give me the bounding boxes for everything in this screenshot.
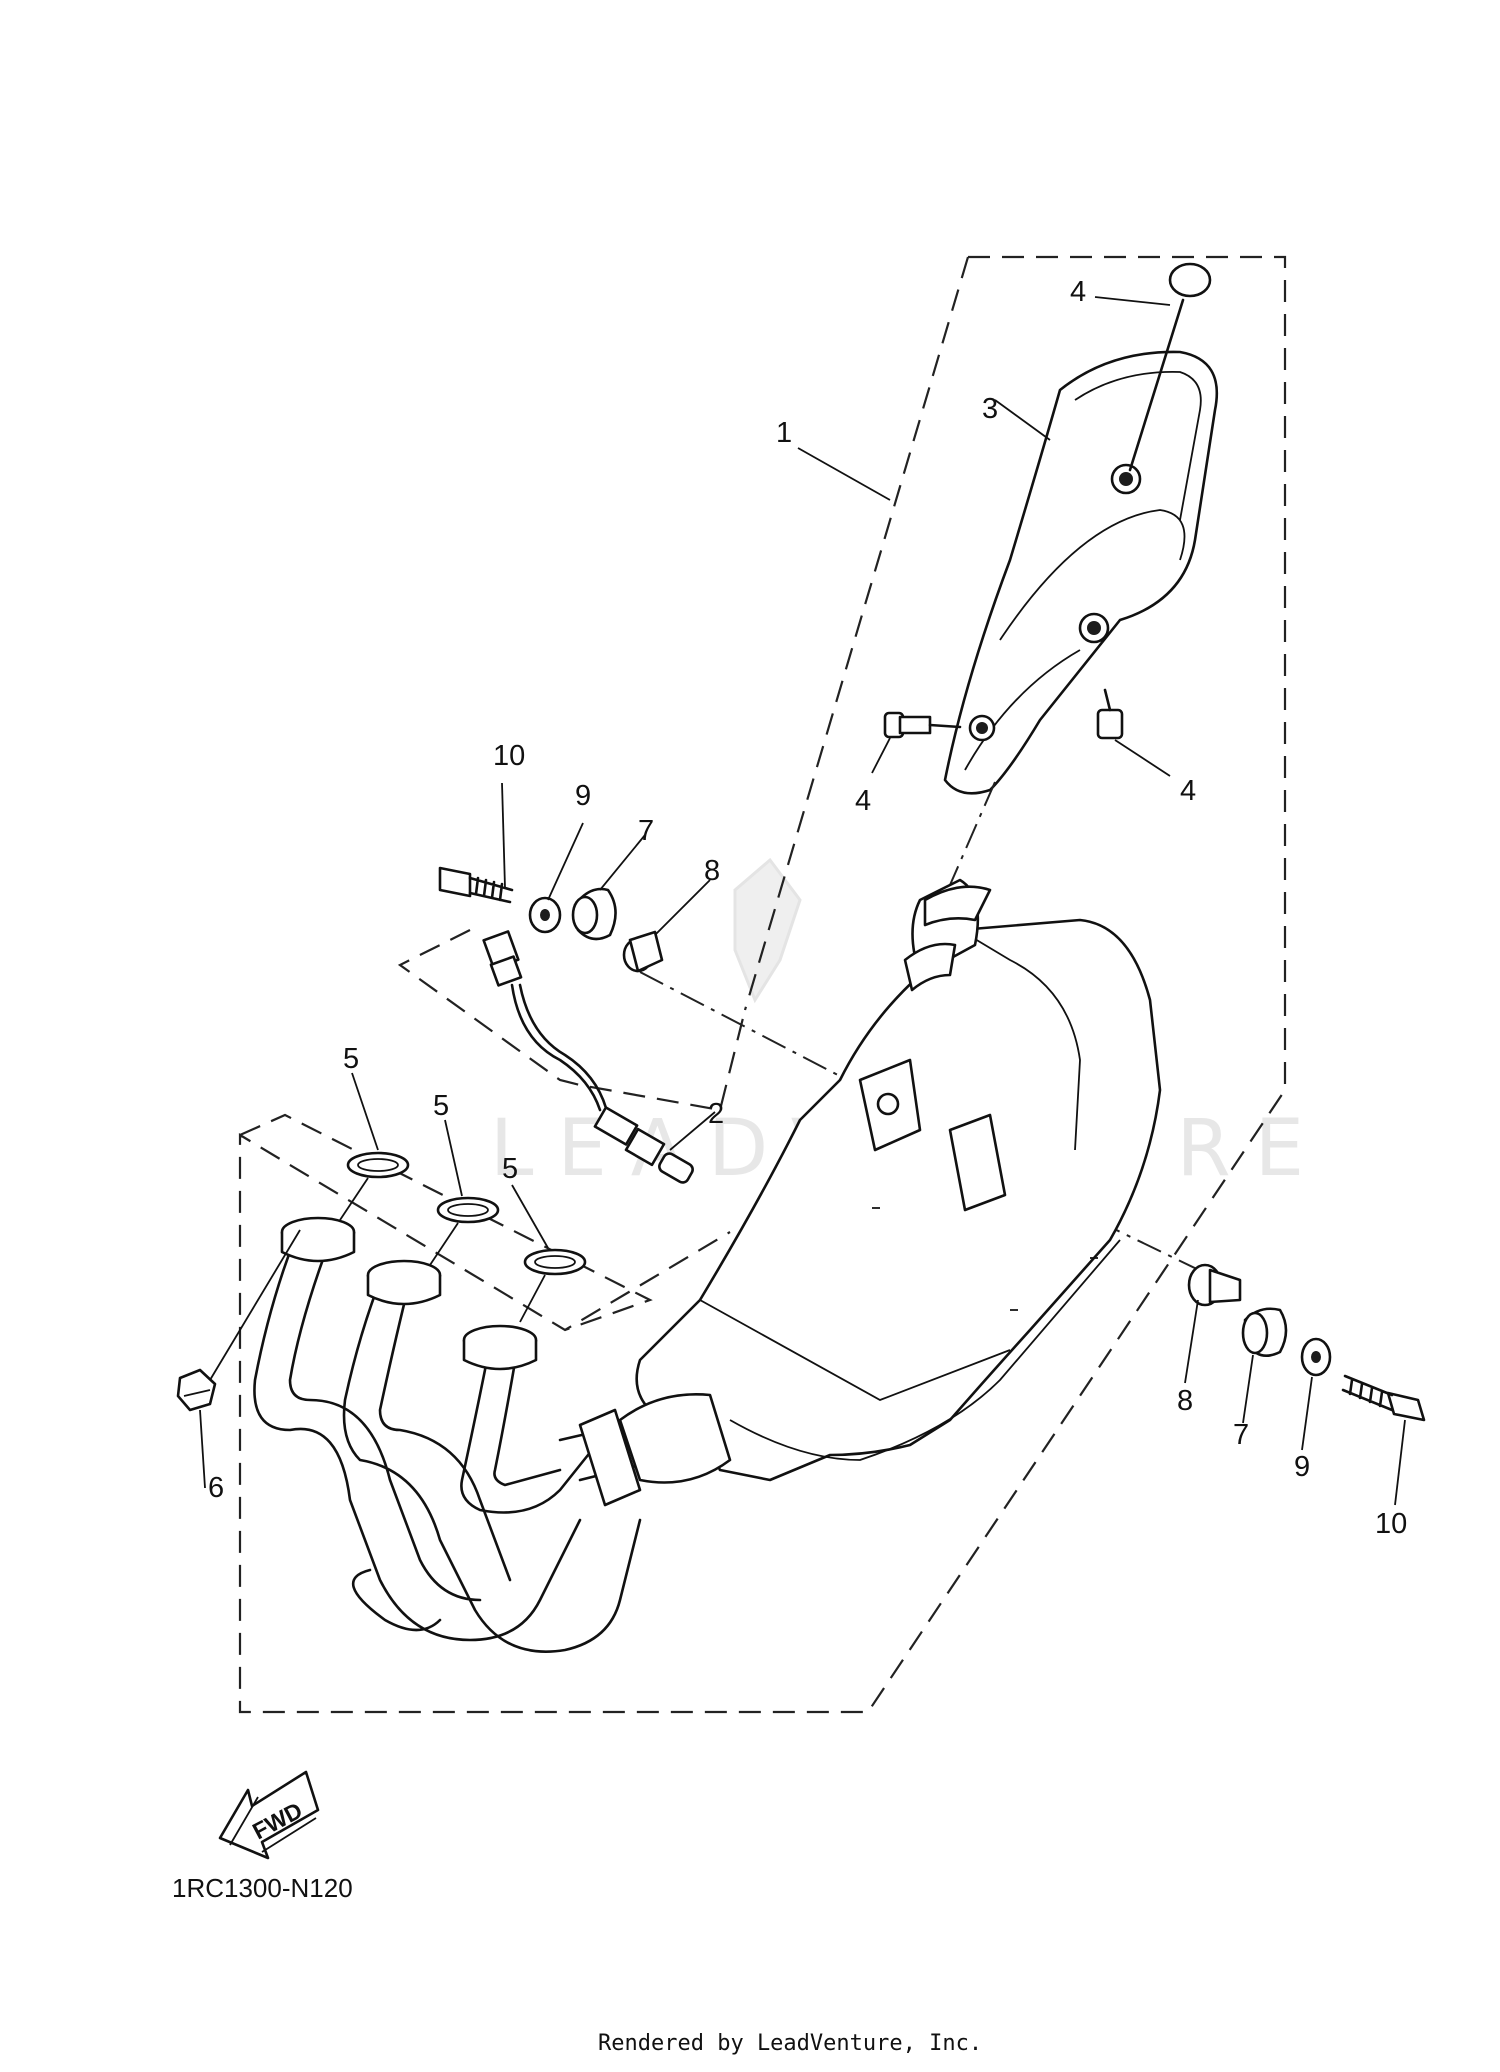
flange-nut xyxy=(176,1229,301,1412)
sensor-group-boundary xyxy=(397,929,747,1112)
callout-5-a: 5 xyxy=(343,1043,359,1075)
oxygen-sensor xyxy=(482,930,694,1184)
muffler-assembly-boundary xyxy=(238,255,1287,1714)
callout-3: 3 xyxy=(982,393,998,425)
screw-left xyxy=(883,711,962,739)
render-credit: Rendered by LeadVenture, Inc. xyxy=(598,2031,982,2056)
flange-1 xyxy=(280,1216,356,1263)
diagram-code: 1RC1300-N120 xyxy=(172,1873,353,1903)
collar-left xyxy=(622,930,664,973)
callout-4-right: 4 xyxy=(1180,775,1196,807)
callout-4-top: 4 xyxy=(1070,276,1086,308)
gasket-2 xyxy=(429,1196,500,1266)
leader-lines xyxy=(199,296,1406,1506)
callout-10-right: 10 xyxy=(1375,1508,1407,1540)
bolt-right xyxy=(1341,1374,1426,1422)
callout-10-left: 10 xyxy=(493,740,525,772)
callout-9-right: 9 xyxy=(1294,1451,1310,1483)
callout-5-b: 5 xyxy=(433,1090,449,1122)
collar-right xyxy=(1187,1263,1242,1307)
gasket-3 xyxy=(519,1248,587,1323)
bolt-left xyxy=(438,866,514,904)
callout-8-right: 8 xyxy=(1177,1385,1193,1417)
muffler xyxy=(635,878,1162,1482)
callout-labels: 1 2 3 4 4 4 5 5 5 6 7 8 9 10 8 7 9 10 xyxy=(208,276,1407,1540)
callout-7-left: 7 xyxy=(638,815,654,847)
exhaust-headers xyxy=(253,1216,732,1653)
damper-right xyxy=(1241,1307,1288,1357)
alignment-line-protector xyxy=(949,781,996,886)
callout-9-left: 9 xyxy=(575,780,591,812)
callout-2: 2 xyxy=(708,1098,724,1130)
screw-top xyxy=(1128,262,1212,472)
washer-left xyxy=(528,896,562,934)
callout-5-c: 5 xyxy=(502,1153,518,1185)
callout-7-right: 7 xyxy=(1233,1419,1249,1451)
damper-left xyxy=(571,887,617,941)
fwd-arrow: FWD xyxy=(218,1770,320,1860)
assembly-edge-line xyxy=(743,256,970,1011)
callout-4-left: 4 xyxy=(855,785,871,817)
callout-6: 6 xyxy=(208,1472,224,1504)
callout-8-left: 8 xyxy=(704,855,720,887)
flange-2 xyxy=(366,1259,442,1306)
callout-1: 1 xyxy=(776,417,792,449)
heat-protector xyxy=(943,350,1219,795)
gasket-1 xyxy=(339,1151,410,1221)
screw-right xyxy=(1096,688,1124,740)
washer-right xyxy=(1300,1337,1332,1377)
flange-3 xyxy=(462,1324,538,1371)
